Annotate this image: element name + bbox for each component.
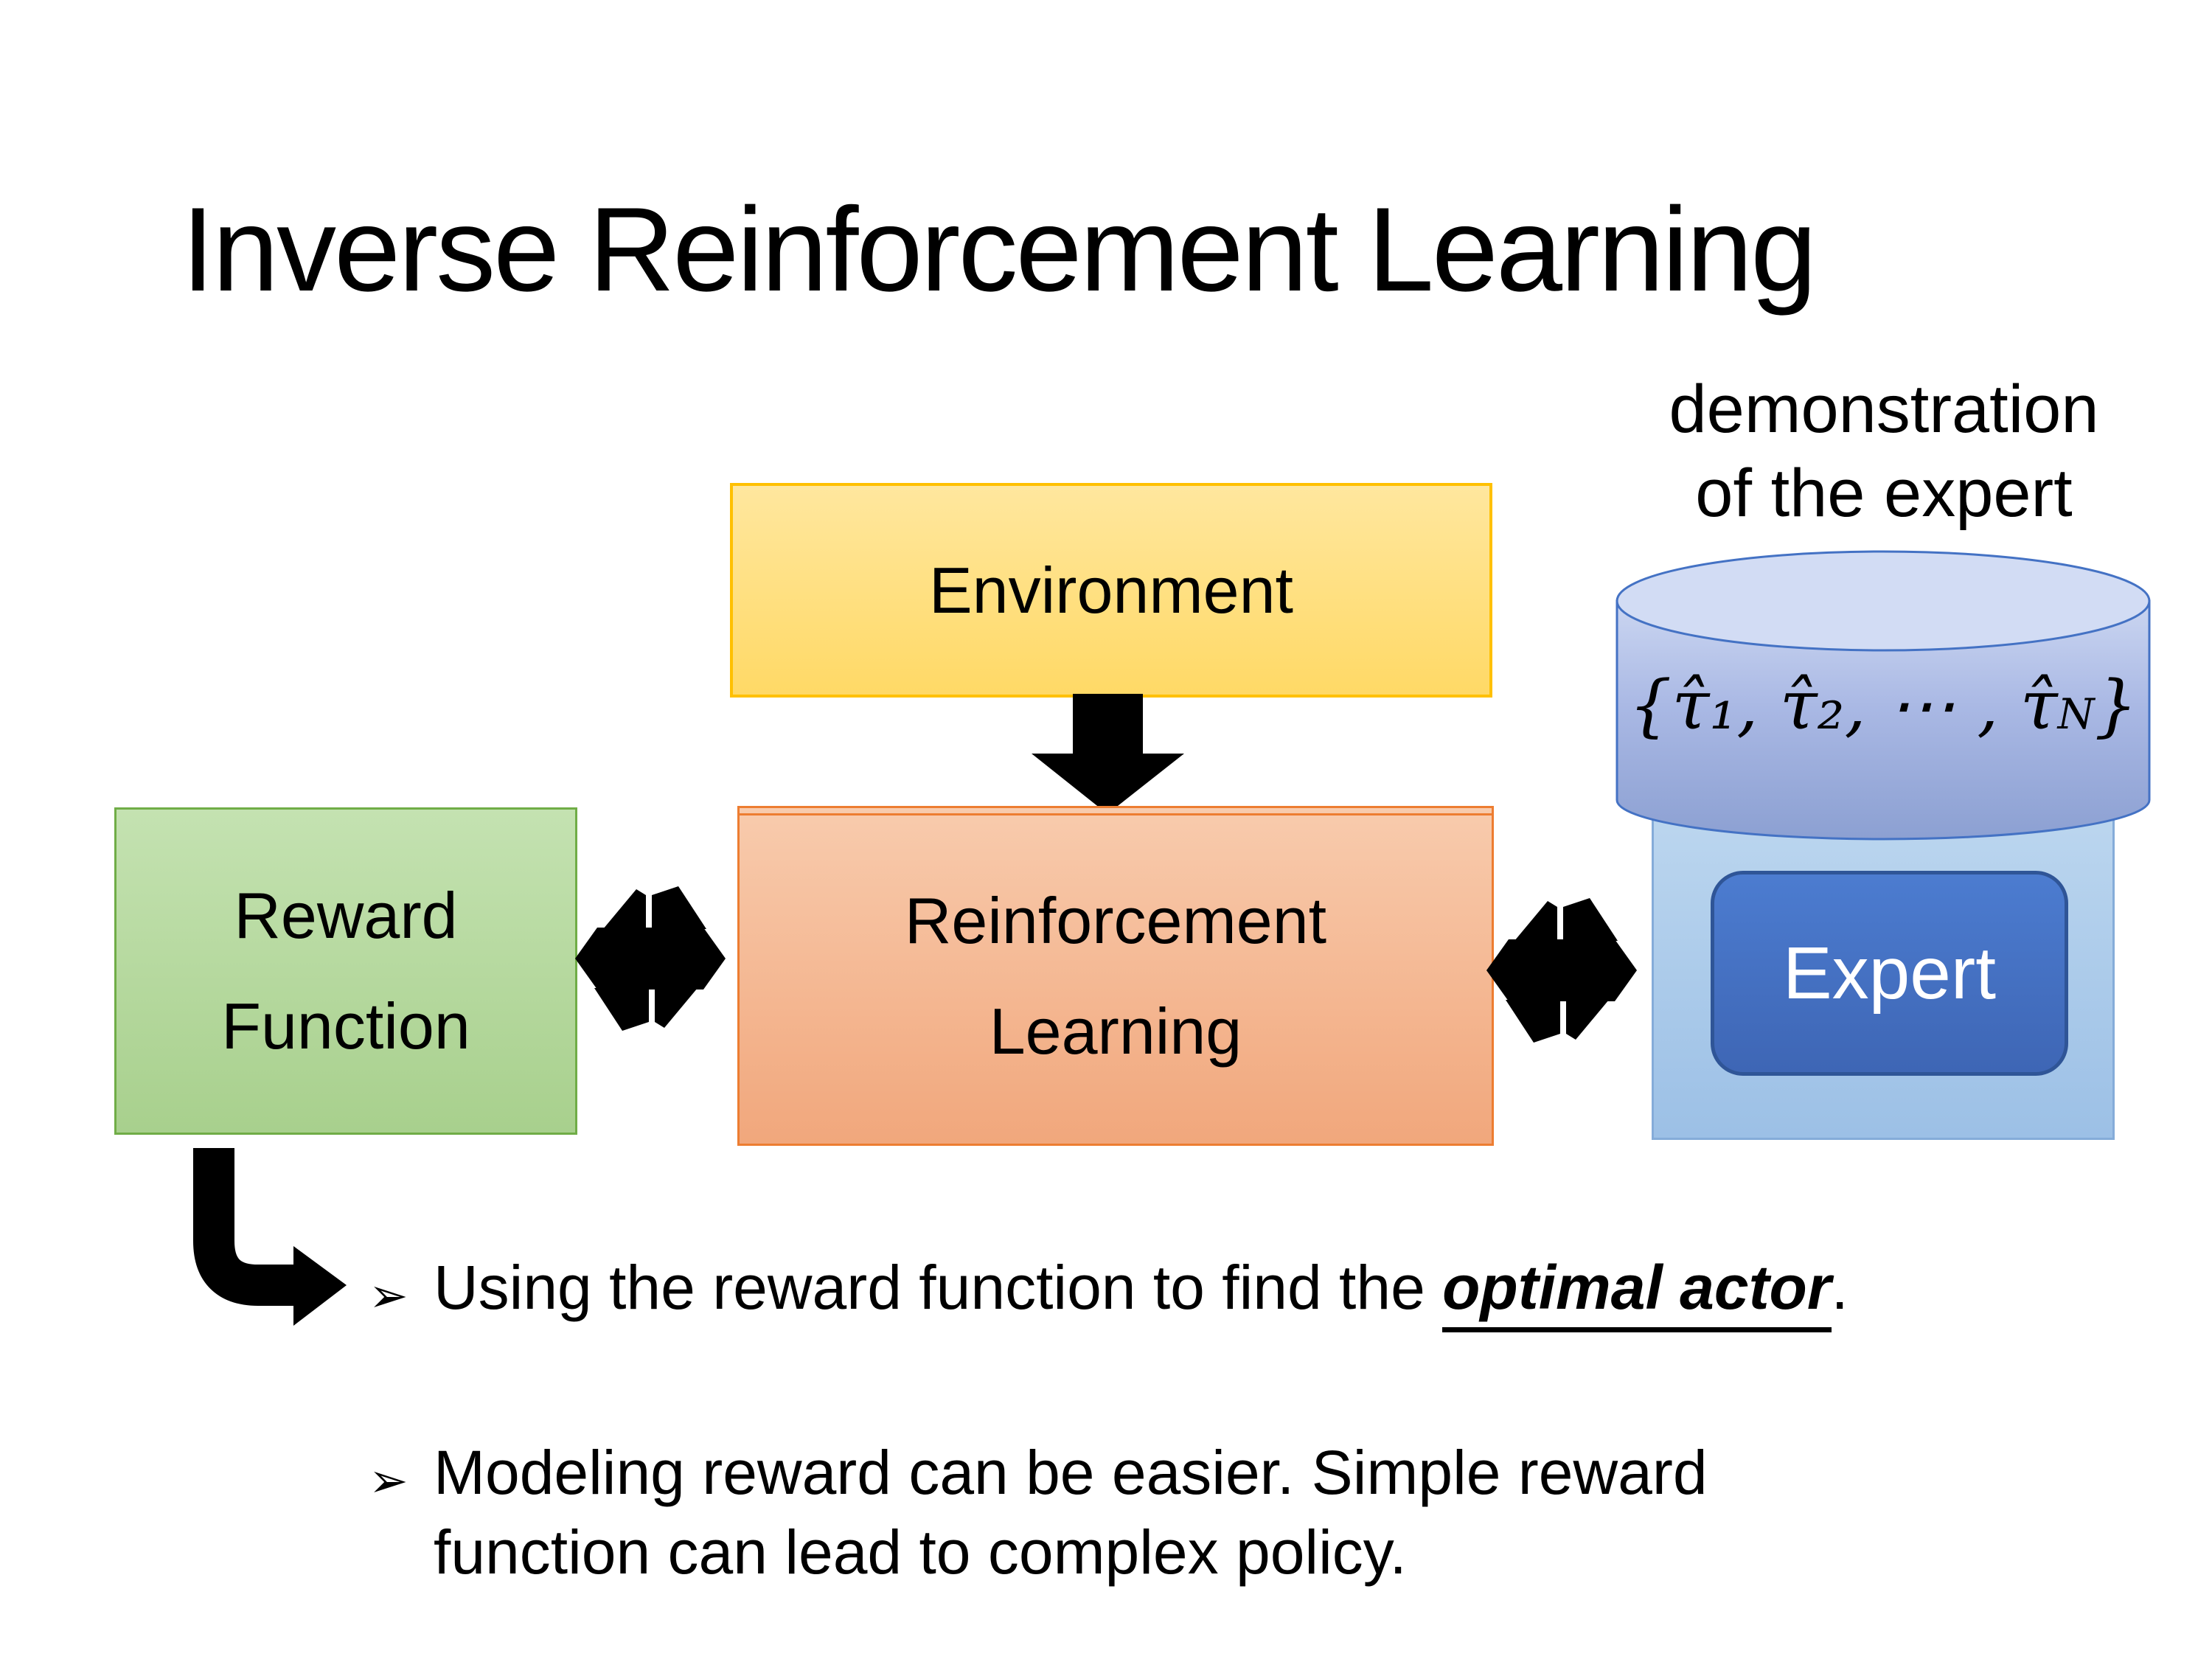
double-arrow-icon-left: [575, 886, 726, 1031]
bullet1-text-after: .: [1831, 1253, 1848, 1322]
demonstration-label-line1: demonstration: [1669, 372, 2099, 447]
demonstration-database-cylinder: [1615, 550, 2151, 841]
formula-post: }: [2094, 666, 2138, 745]
expert-label: Expert: [1782, 931, 1996, 1015]
reward-function-box: Reward Function: [114, 807, 577, 1135]
reward-function-label-line1: Reward: [234, 879, 458, 952]
reward-function-label-line2: Function: [221, 990, 470, 1062]
reinforcement-learning-box: Reinforcement Learning: [737, 806, 1494, 1146]
rl-label-line1: Reinforcement: [904, 883, 1327, 957]
bullet-arrowhead-icon: ➢: [369, 1269, 408, 1324]
bent-arrow-icon: [193, 1148, 347, 1326]
trajectory-formula: {τ̂₁, τ̂₂, ⋯ , τ̂N}: [1615, 666, 2152, 745]
down-arrow-icon: [1032, 694, 1184, 814]
bullet-list: ➢ Using the reward function to find the …: [369, 1247, 2079, 1592]
bullet1-text-before: Using the reward function to find the: [434, 1253, 1443, 1322]
bullet2-text: Modeling reward can be easier. Simple re…: [434, 1438, 1708, 1587]
demonstration-label-line2: of the expert: [1695, 456, 2073, 531]
bullet1-emphasis: optimal actor: [1442, 1253, 1832, 1332]
bullet-arrowhead-icon: ➢: [369, 1454, 408, 1509]
rl-label-line2: Learning: [989, 994, 1242, 1068]
rl-box-double-edge: [740, 813, 1492, 815]
formula-subscript: N: [2057, 690, 2095, 739]
bullet-item-1: ➢ Using the reward function to find the …: [369, 1247, 2079, 1332]
demonstration-label: demonstration of the expert: [1585, 367, 2183, 535]
expert-box: Expert: [1711, 871, 2068, 1076]
double-arrow-icon-right: [1486, 898, 1637, 1043]
slide-title: Inverse Reinforcement Learning: [181, 183, 1817, 316]
formula-pre: {τ̂₁, τ̂₂, ⋯ , τ̂: [1628, 666, 2058, 745]
bullet-item-2: ➢ Modeling reward can be easier. Simple …: [369, 1433, 1731, 1592]
environment-box: Environment: [730, 483, 1492, 698]
environment-label: Environment: [928, 553, 1293, 627]
